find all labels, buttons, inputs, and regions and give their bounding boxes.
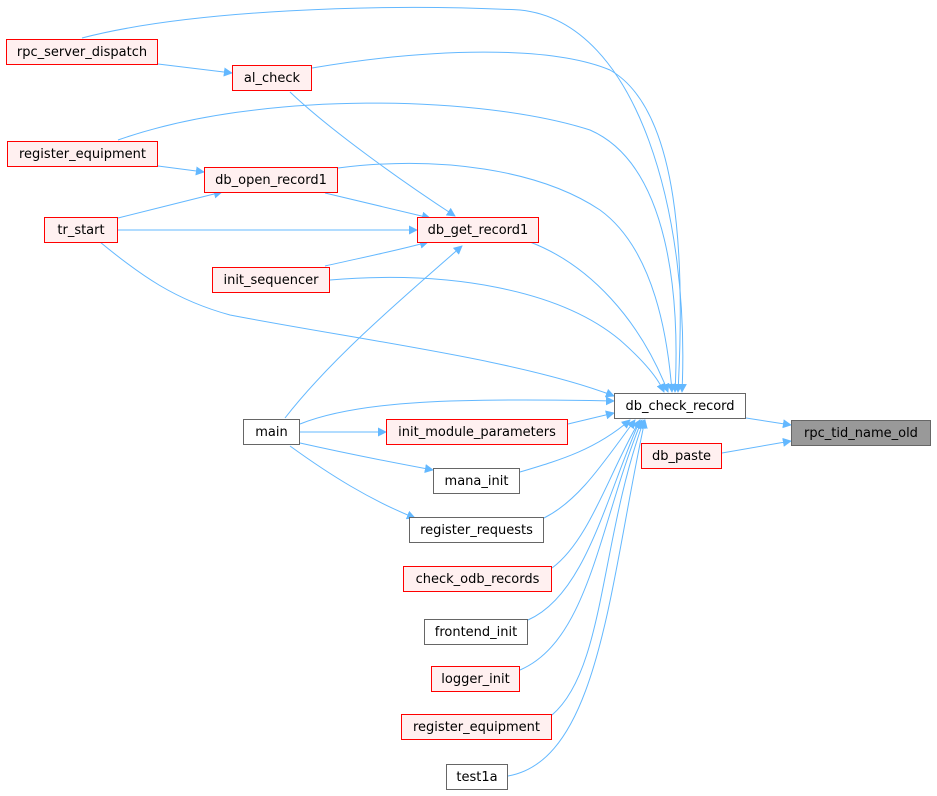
edge-db-check-record-to-rpc-tid-name-old [745, 417, 792, 429]
node-init-sequencer[interactable]: init_sequencer [212, 267, 330, 293]
node-db-paste[interactable]: db_paste [641, 443, 722, 469]
edge-tr-start-to-db-check-record [99, 241, 615, 398]
edge-rpc-server-dispatch-to-db-check-record [81, 6, 687, 393]
node-register-equipment-bottom[interactable]: register_equipment [401, 714, 552, 740]
node-al-check[interactable]: al_check [232, 65, 312, 91]
edge-register-equipment-bottom-to-db-check-record [551, 419, 646, 716]
node-register-equipment-left[interactable]: register_equipment [7, 141, 158, 167]
node-test1a[interactable]: test1a [446, 764, 508, 790]
edge-main-to-register-requests [289, 445, 416, 520]
edge-logger-init-to-db-check-record [519, 419, 644, 671]
edge-al-check-to-db-get-record1 [289, 91, 456, 217]
edge-frontend-init-to-db-check-record [527, 419, 641, 621]
edge-register-equipment-to-db-check-record [117, 102, 680, 393]
edge-db-open-record1-to-db-get-record1 [324, 192, 431, 221]
edge-mana-init-to-db-check-record [519, 419, 631, 473]
node-db-open-record1[interactable]: db_open_record1 [204, 167, 338, 193]
node-mana-init[interactable]: mana_init [433, 468, 520, 494]
node-main[interactable]: main [243, 419, 300, 445]
node-rpc-server-dispatch[interactable]: rpc_server_dispatch [6, 39, 158, 65]
edge-rpc-server-dispatch-to-al-check [157, 63, 233, 77]
edge-main-to-mana-init [299, 442, 434, 473]
node-init-module-parameters[interactable]: init_module_parameters [386, 419, 568, 445]
edge-db-paste-to-rpc-tid-name-old [721, 437, 792, 454]
edge-init-sequencer-to-db-check-record [329, 277, 665, 393]
edge-test1a-to-db-check-record [507, 419, 648, 777]
node-db-get-record1[interactable]: db_get_record1 [417, 217, 539, 243]
edge-db-open-record1-to-db-check-record [337, 162, 676, 393]
edge-db-get-record1-to-db-check-record [529, 241, 670, 393]
edge-register-equipment-to-db-open-record1 [157, 165, 205, 176]
node-check-odb-records[interactable]: check_odb_records [403, 566, 552, 592]
node-tr-start[interactable]: tr_start [44, 217, 118, 243]
node-db-check-record[interactable]: db_check_record [614, 393, 746, 419]
edge-al-check-to-db-check-record [311, 51, 683, 393]
node-register-requests[interactable]: register_requests [409, 517, 544, 543]
node-rpc-tid-name-old: rpc_tid_name_old [791, 420, 931, 446]
edge-init-module-parameters-to-db-check-record [567, 410, 615, 425]
node-logger-init[interactable]: logger_init [431, 666, 520, 692]
edge-main-to-db-check-record [299, 396, 615, 425]
edge-check-odb-records-to-db-check-record [551, 419, 641, 569]
node-frontend-init[interactable]: frontend_init [424, 619, 528, 645]
edge-init-sequencer-to-db-get-record1 [324, 239, 429, 267]
edge-tr-start-to-db-open-record1 [117, 189, 223, 219]
edge-register-requests-to-db-check-record [543, 419, 636, 519]
edge-main-to-db-get-record1 [284, 245, 463, 419]
